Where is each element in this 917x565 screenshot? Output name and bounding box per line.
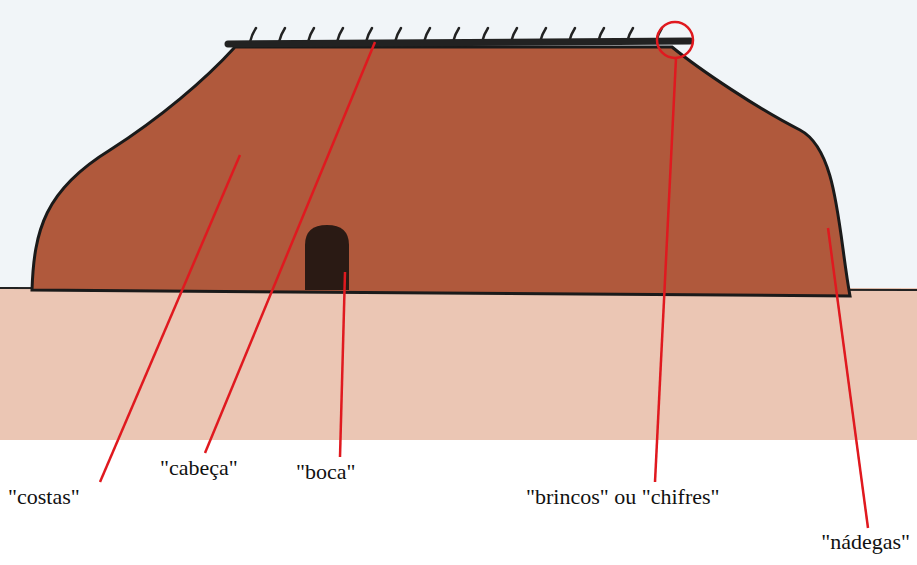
leader-line [655,58,676,482]
roof-spike [250,28,256,42]
leader-line [828,228,868,528]
mound-body [32,47,850,296]
highlight-circle [657,22,693,58]
part-label: "boca" [296,460,356,484]
roof-spike [308,28,314,42]
part-label: "costas" [8,485,80,509]
part-label: "brincos" ou "chifres" [526,485,720,509]
part-label: "nádegas" [821,530,910,554]
part-label: "cabeça" [160,456,238,480]
leader-line [205,42,375,453]
ground [0,288,917,440]
mouth-opening [305,225,349,290]
roof-beam [228,41,690,44]
leader-line [340,272,345,457]
leader-line [100,155,240,482]
roof-spike [279,28,285,42]
leader-lines [100,42,868,528]
